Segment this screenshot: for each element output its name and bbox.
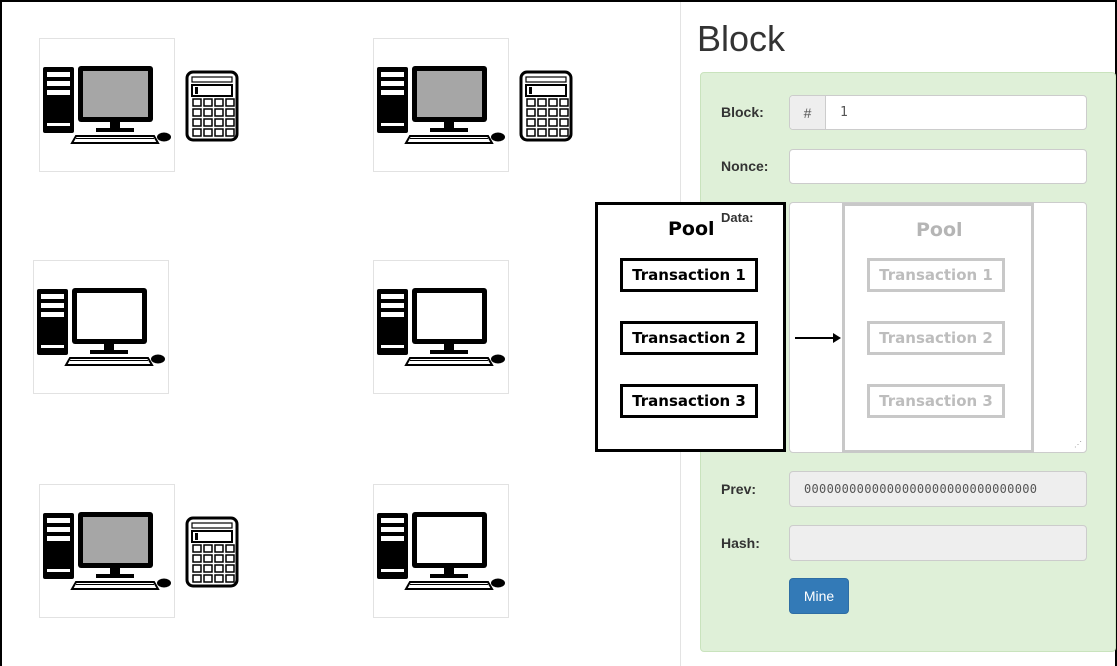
block-number-label: Block: <box>721 104 764 120</box>
transaction-left-3: Transaction 3 <box>620 384 758 418</box>
hash-label: Hash: <box>721 535 760 551</box>
block-title: Block <box>697 18 786 59</box>
nonce-label: Nonce: <box>721 158 769 174</box>
block-number-value: 1 <box>840 105 848 120</box>
computer-icon <box>39 38 175 172</box>
calculator-icon <box>184 69 240 148</box>
computer-icon <box>373 260 509 394</box>
data-label-overlay: Data: <box>721 210 754 225</box>
transaction-right-3: Transaction 3 <box>867 384 1005 418</box>
hash-field[interactable] <box>789 525 1087 561</box>
computer-icon <box>373 38 509 172</box>
prev-value: 0000000000000000000000000000000 <box>804 482 1038 496</box>
prev-field[interactable]: 0000000000000000000000000000000 <box>789 471 1087 507</box>
hash-sign-addon: # <box>790 96 826 129</box>
resize-grip-icon[interactable]: ⋰ <box>1074 440 1082 449</box>
transaction-right-1: Transaction 1 <box>867 258 1005 292</box>
pool-title-right: Pool <box>916 219 963 241</box>
block-number-field[interactable]: # 1 <box>789 95 1087 130</box>
transaction-left-2: Transaction 2 <box>620 321 758 355</box>
calculator-icon <box>184 515 240 594</box>
arrow-right-icon <box>795 333 841 343</box>
transaction-right-2: Transaction 2 <box>867 321 1005 355</box>
calculator-icon <box>518 69 574 148</box>
pool-title-left: Pool <box>668 218 715 240</box>
transaction-left-1: Transaction 1 <box>620 258 758 292</box>
nonce-field[interactable] <box>789 149 1087 184</box>
computer-icon <box>33 260 169 394</box>
computer-icon <box>373 484 509 618</box>
computer-icon <box>39 484 175 618</box>
mine-button[interactable]: Mine <box>789 578 849 614</box>
prev-label: Prev: <box>721 481 757 497</box>
